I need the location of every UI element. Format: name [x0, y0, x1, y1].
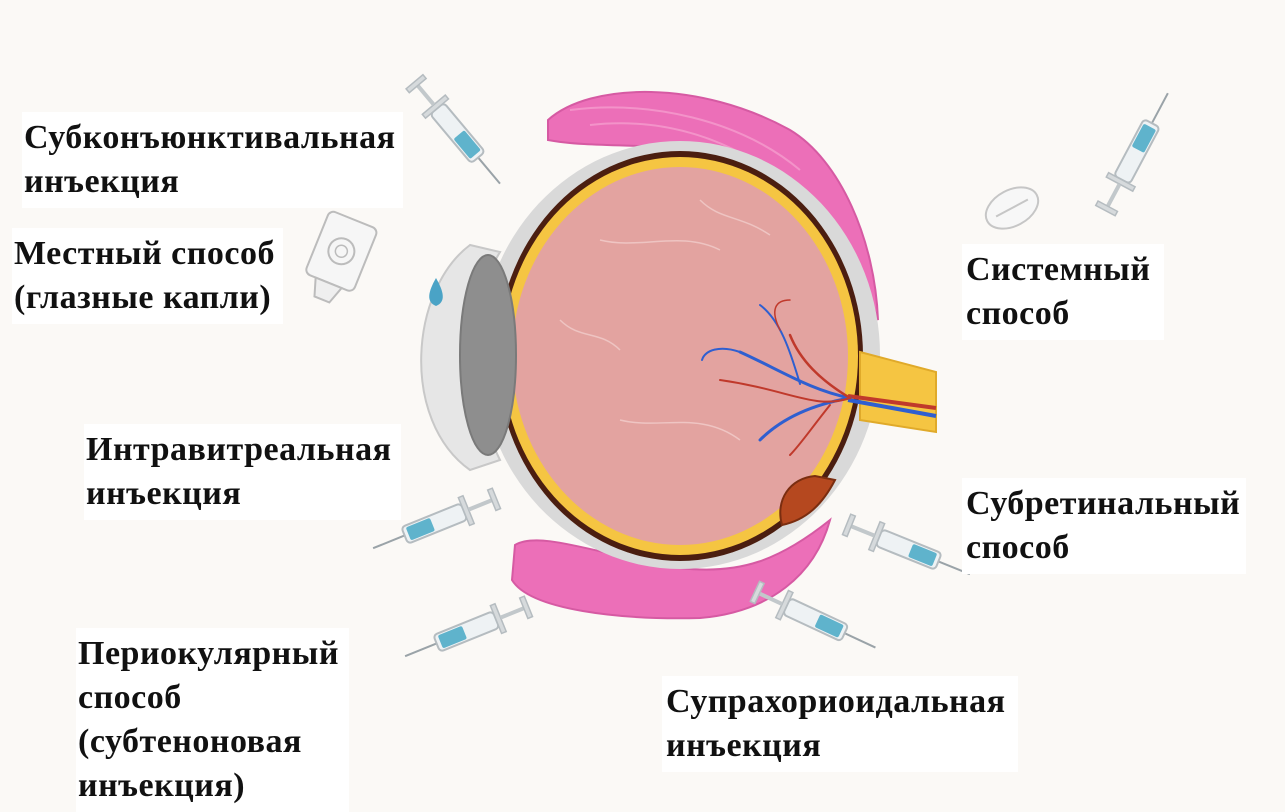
label-line: Периокулярный — [78, 632, 339, 676]
label-line: способ — [78, 676, 339, 720]
label-line: Системный — [966, 248, 1150, 292]
label-intravitreal-injection: Интравитреальная инъекция — [84, 424, 401, 520]
label-line: способ — [966, 292, 1150, 336]
lens — [460, 255, 516, 455]
label-suprachoroidal-injection: Супрахориоидальная инъекция — [662, 676, 1018, 772]
label-subretinal: Субретинальный способ — [962, 478, 1246, 574]
label-line: (глазные капли) — [14, 276, 275, 320]
label-line: инъекция — [666, 724, 1006, 768]
label-line: Супрахориоидальная — [666, 680, 1006, 724]
label-line: Интравитреальная — [86, 428, 391, 472]
label-periocular: Периокулярный способ (субтеноновая инъек… — [76, 628, 349, 812]
syringe-icon-subconjunctival — [403, 72, 511, 193]
label-line: инъекция) — [78, 764, 339, 808]
label-line: Субретинальный — [966, 482, 1240, 526]
optic-nerve — [860, 352, 936, 432]
label-subconjunctival-injection: Субконъюнктивальная инъекция — [22, 112, 403, 208]
syringe-icon-subretinal — [841, 510, 976, 588]
label-line: инъекция — [24, 160, 395, 204]
syringe-icon-systemic — [1092, 86, 1181, 218]
syringe-icon-periocular — [399, 592, 534, 670]
label-line: (субтеноновая — [78, 720, 339, 764]
label-line: Субконъюнктивальная — [24, 116, 395, 160]
pill-icon — [979, 179, 1045, 237]
label-line: способ — [966, 526, 1240, 570]
label-topical-drops: Местный способ (глазные капли) — [12, 228, 283, 324]
label-line: инъекция — [86, 472, 391, 516]
eye-drop-bottle-icon — [298, 210, 378, 309]
label-line: Местный способ — [14, 232, 275, 276]
label-systemic: Системный способ — [962, 244, 1164, 340]
